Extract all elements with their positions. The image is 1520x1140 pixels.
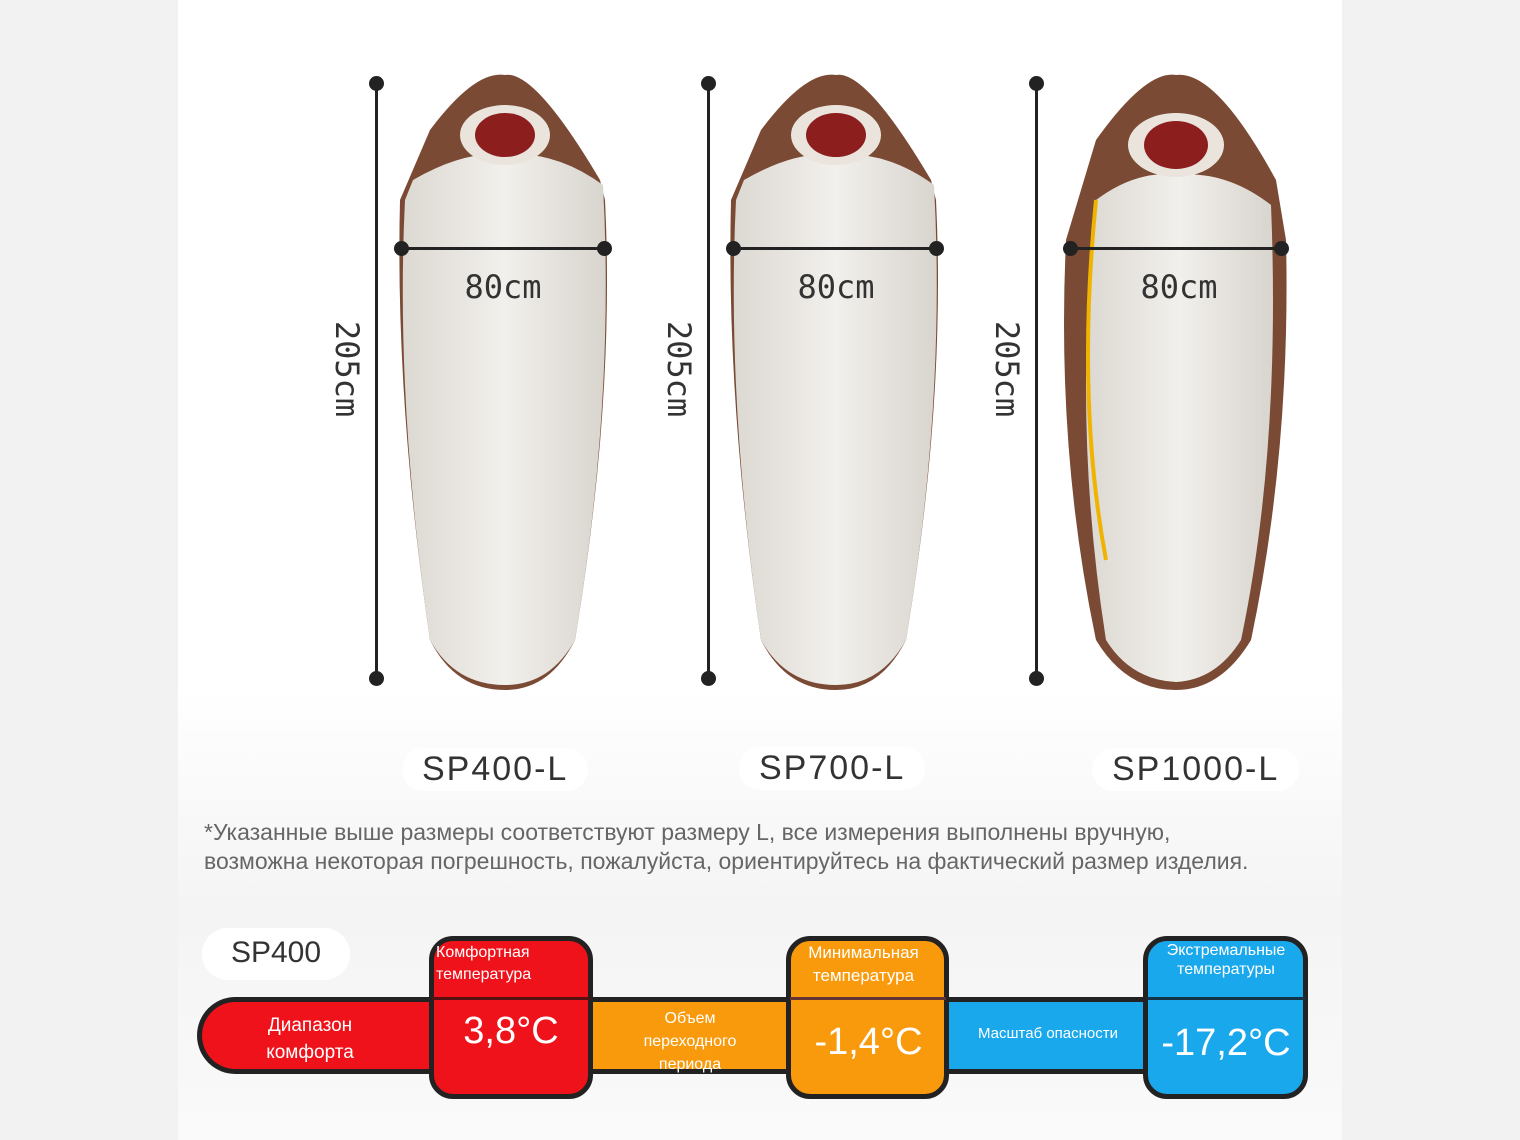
model-label: SP400-L — [402, 748, 589, 791]
length-label: 205cm — [988, 320, 1026, 418]
min-temp-label: Минимальная температура — [808, 943, 919, 985]
dot — [369, 76, 384, 91]
extreme-temp-label: Экстремальные температуры — [1166, 942, 1286, 978]
comfort-range-label: Диапазон комфорта — [266, 1015, 354, 1063]
comfort-temp-value: 3,8°C — [463, 1010, 559, 1052]
temp-model-label: SP400 — [202, 928, 350, 980]
extreme-temp-box — [1143, 936, 1308, 1099]
length-line — [707, 84, 710, 678]
dot — [701, 76, 716, 91]
danger-label: Масштаб опасности — [977, 1025, 1119, 1042]
divider — [1147, 997, 1305, 1000]
sleeping-bags-illustration — [399, 74, 1287, 691]
sleeping-bag-sp700 — [730, 74, 938, 691]
dot — [597, 241, 612, 256]
transition-label: Объем переходного периода — [643, 1010, 737, 1073]
width-line — [401, 247, 605, 250]
width-label: 80cm — [1140, 268, 1218, 306]
sleeping-bag-sp400 — [399, 74, 607, 691]
dot — [1029, 76, 1044, 91]
comfort-range-segment — [197, 997, 437, 1074]
width-label: 80cm — [464, 268, 542, 306]
dot — [1063, 241, 1078, 256]
dot — [1274, 241, 1289, 256]
size-disclaimer: *Указанные выше размеры соответствуют ра… — [204, 818, 1248, 876]
model-label: SP1000-L — [1092, 748, 1300, 791]
extreme-temp-value: -17,2°C — [1161, 1022, 1291, 1064]
width-line — [733, 247, 937, 250]
danger-segment — [945, 997, 1150, 1074]
dot — [726, 241, 741, 256]
length-label: 205cm — [328, 320, 366, 418]
length-line — [375, 84, 378, 678]
note-line: возможна некоторая погрешность, пожалуйс… — [204, 848, 1249, 874]
width-label: 80cm — [797, 268, 875, 306]
min-temp-value: -1,4°C — [814, 1021, 923, 1063]
divider — [790, 997, 946, 1000]
sleeping-bag-sp1000 — [1064, 74, 1287, 690]
dot — [701, 671, 716, 686]
divider — [432, 997, 590, 1000]
dot — [394, 241, 409, 256]
min-temp-box — [786, 936, 949, 1099]
model-label: SP700-L — [739, 747, 926, 790]
dot — [1029, 671, 1044, 686]
note-line: *Указанные выше размеры соответствуют ра… — [204, 819, 1171, 845]
length-label: 205cm — [660, 320, 698, 418]
transition-segment — [590, 997, 795, 1074]
dot — [369, 671, 384, 686]
width-line — [1070, 247, 1281, 250]
comfort-temp-label: Комфортная температура — [436, 944, 532, 983]
dot — [929, 241, 944, 256]
length-line — [1035, 84, 1038, 678]
comfort-temp-box — [429, 936, 593, 1099]
